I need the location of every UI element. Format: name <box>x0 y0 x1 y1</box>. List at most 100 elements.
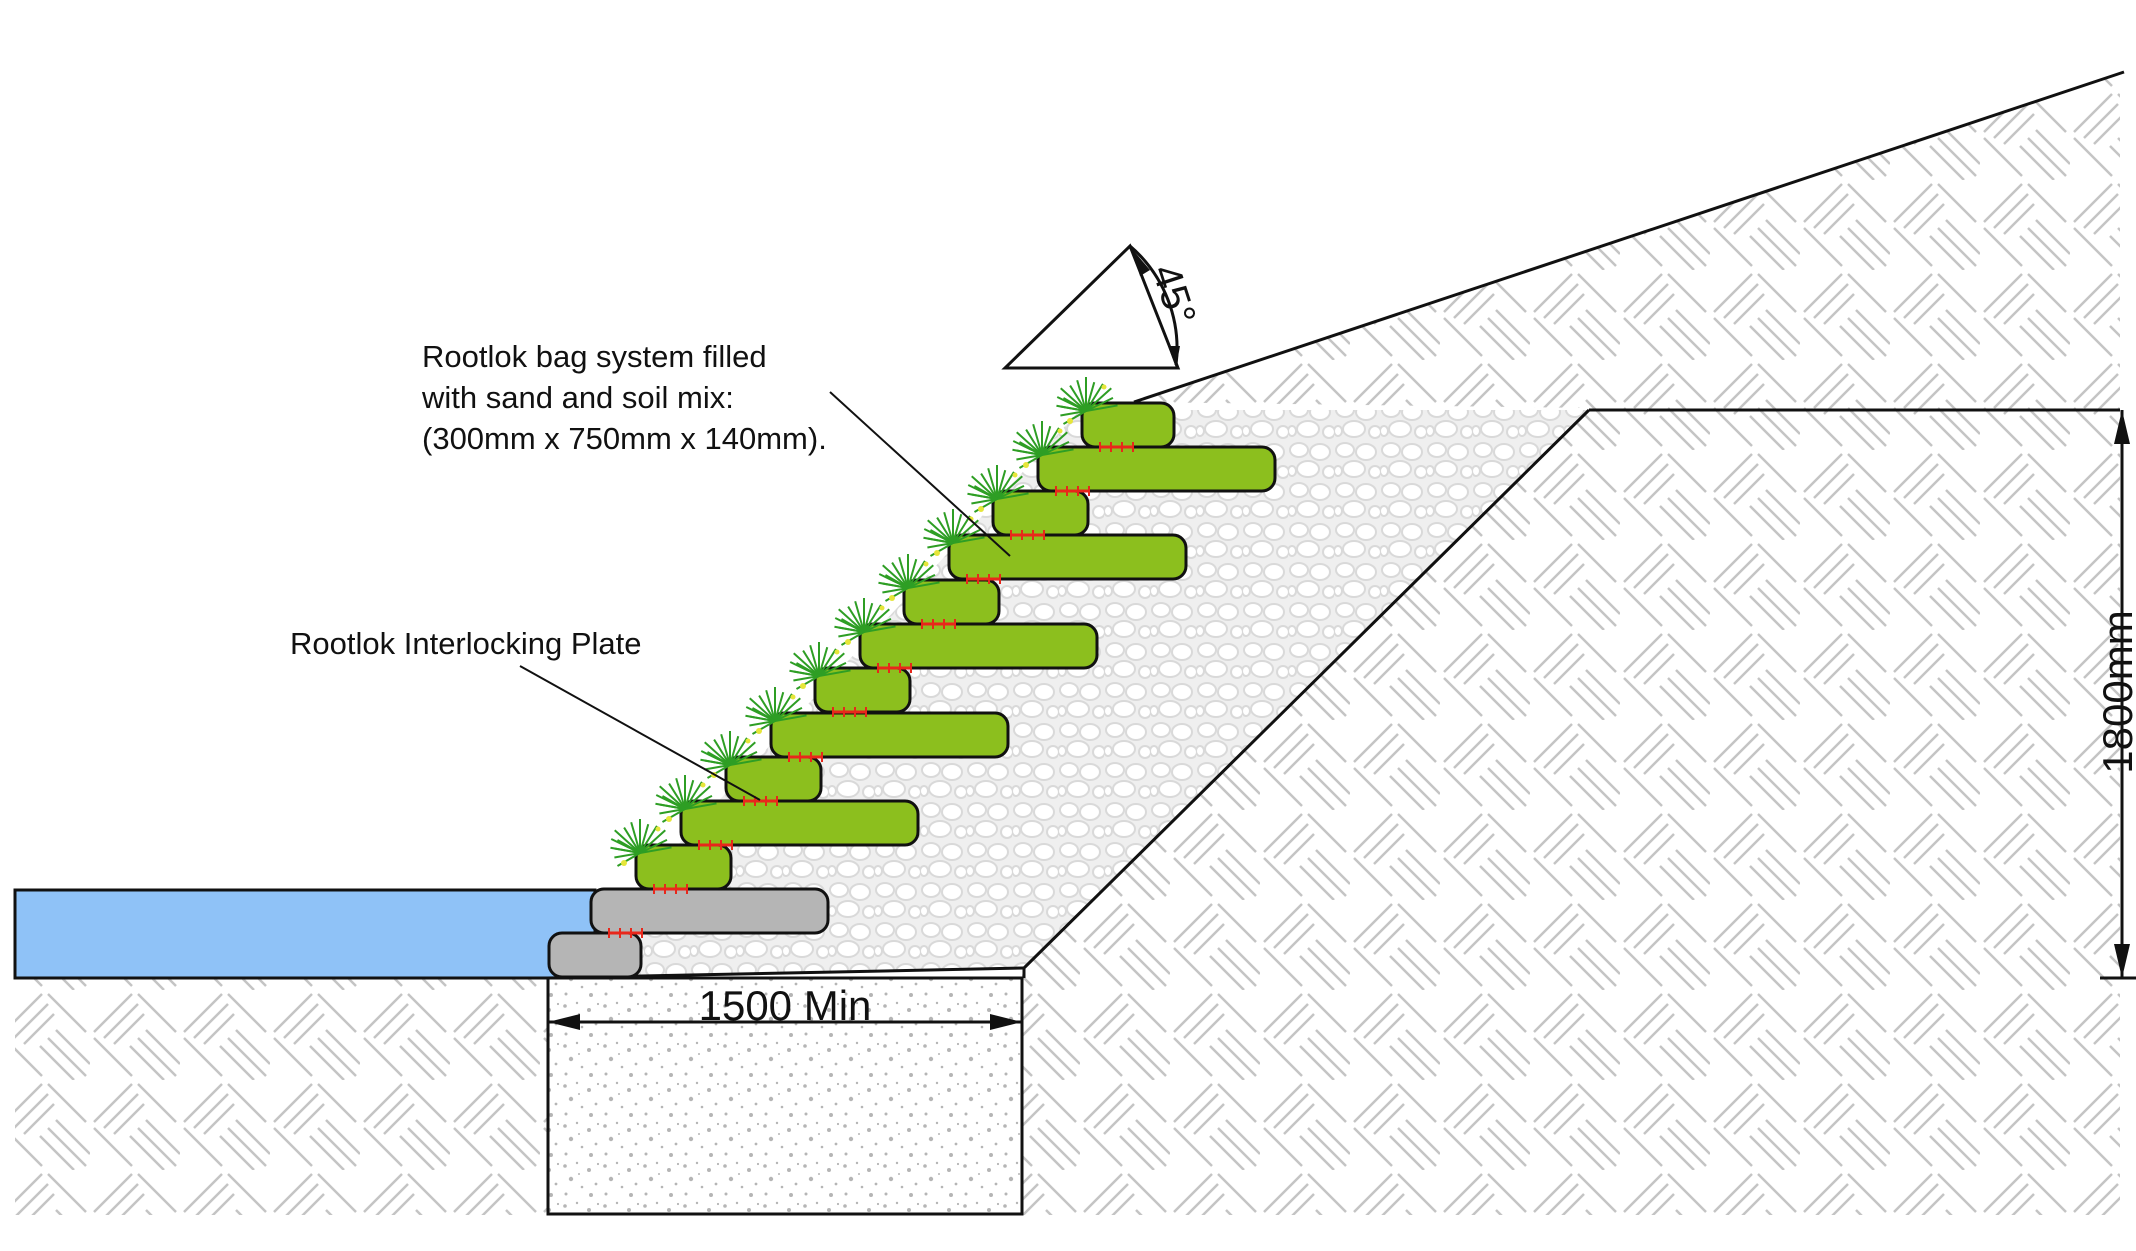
flower-dot <box>756 728 762 734</box>
grass-tuft-icon <box>700 731 762 779</box>
grass-blade <box>1060 405 1087 412</box>
grass-blade <box>996 471 1015 500</box>
grass-blade <box>765 689 776 722</box>
grass-blade <box>704 741 731 766</box>
grass-blade <box>751 707 776 722</box>
grass-blade <box>927 519 954 544</box>
grass-blade <box>684 802 717 810</box>
interlocking-plate-icon <box>921 619 956 629</box>
grass-blade <box>854 600 865 633</box>
grass-blade <box>774 691 785 722</box>
flower-dot <box>1012 472 1018 478</box>
grass-blade <box>818 661 847 677</box>
interlocking-plate-icon <box>1010 530 1045 540</box>
grass-blade <box>838 608 865 633</box>
width-arrow-right <box>990 1014 1022 1030</box>
grass-blade <box>863 625 896 633</box>
height-arrow-top <box>2114 410 2130 444</box>
grass-blade <box>713 739 731 766</box>
grass-blade <box>793 652 820 677</box>
flower-dot <box>934 550 940 556</box>
bag-system-leader <box>829 391 1011 557</box>
grass-blade <box>802 650 820 677</box>
grass-blade <box>1060 387 1087 412</box>
grass-blade <box>684 781 703 810</box>
grass-blade <box>729 735 740 766</box>
grass-blade <box>630 821 641 854</box>
grass-blade <box>952 536 985 544</box>
grass-blade <box>614 847 641 854</box>
flower-dot <box>1057 428 1063 434</box>
bag-system-callout-line2: with sand and soil mix: <box>421 380 734 415</box>
grass-blade <box>661 795 686 810</box>
grass-blade <box>729 750 758 766</box>
grass-blade <box>952 528 981 544</box>
grass-blade <box>987 467 998 500</box>
grass-blade <box>1085 404 1118 412</box>
grass-tuft-icon <box>1056 377 1118 425</box>
flower-dot <box>845 639 851 645</box>
flower-dot <box>879 605 885 611</box>
vegetation <box>610 377 1118 867</box>
grass-tuft-icon <box>834 598 896 646</box>
grass-blade <box>996 469 1007 500</box>
height-dimension <box>2100 410 2136 980</box>
rootlok-bag <box>1036 445 1277 493</box>
rootlok-bag <box>769 711 1010 759</box>
flower-dot <box>978 506 984 512</box>
grass-blade <box>882 587 909 594</box>
grass-blade <box>1041 427 1060 456</box>
grass-blade <box>659 785 686 810</box>
grass-blade <box>818 646 829 677</box>
grass-blade <box>863 602 874 633</box>
grass-blade <box>818 669 851 677</box>
grass-blade <box>1041 440 1070 456</box>
grass-blade <box>907 573 936 589</box>
grass-blade <box>1016 431 1043 456</box>
grass-blade <box>980 473 998 500</box>
grass-blade <box>891 562 909 589</box>
grass-tuft-icon <box>878 554 940 602</box>
grass-blade <box>1041 425 1052 456</box>
interlocking-plate-icon <box>966 574 1001 584</box>
grass-blade <box>793 670 820 677</box>
base-width-dimension <box>546 978 1024 1030</box>
grass-blade <box>639 846 672 854</box>
grass-blade <box>907 560 926 589</box>
bag-system-callout-line3: (300mm x 750mm x 140mm). <box>422 421 827 456</box>
interlocking-plate-icon <box>698 840 733 850</box>
grass-blade <box>639 838 668 854</box>
grass-blade <box>1016 449 1043 456</box>
grass-blade <box>929 529 954 544</box>
grass-blade <box>659 803 686 810</box>
grass-blade <box>1041 448 1074 456</box>
flower-dot <box>700 782 706 788</box>
flower-dot <box>923 561 929 567</box>
height-arrow-bottom <box>2114 944 2130 978</box>
flower-dot <box>655 826 661 832</box>
grass-blade <box>639 823 650 854</box>
grass-blade <box>639 825 658 854</box>
grass-blade <box>749 697 776 722</box>
grass-blade <box>684 785 711 810</box>
width-arrow-left <box>548 1014 580 1030</box>
grass-blade <box>996 484 1025 500</box>
grass-tuft-icon <box>923 509 985 557</box>
grass-blade <box>907 558 918 589</box>
flower-dot <box>1067 418 1073 424</box>
hillside-soil <box>1022 72 2120 1215</box>
grass-blade <box>729 741 756 766</box>
grass-blade <box>936 517 954 544</box>
grass-blade <box>706 751 731 766</box>
grass-blade <box>818 648 837 677</box>
interlocking-plates <box>608 442 1134 938</box>
grass-blade <box>971 493 998 500</box>
grass-blade <box>758 695 776 722</box>
flower-dot <box>800 683 806 689</box>
interlocking-plate-icon <box>608 928 643 938</box>
grass-blade <box>898 556 909 589</box>
grass-blade <box>720 733 731 766</box>
height-dimension-label: 1800mm <box>2094 610 2136 773</box>
interlocking-plate-icon <box>1099 442 1134 452</box>
